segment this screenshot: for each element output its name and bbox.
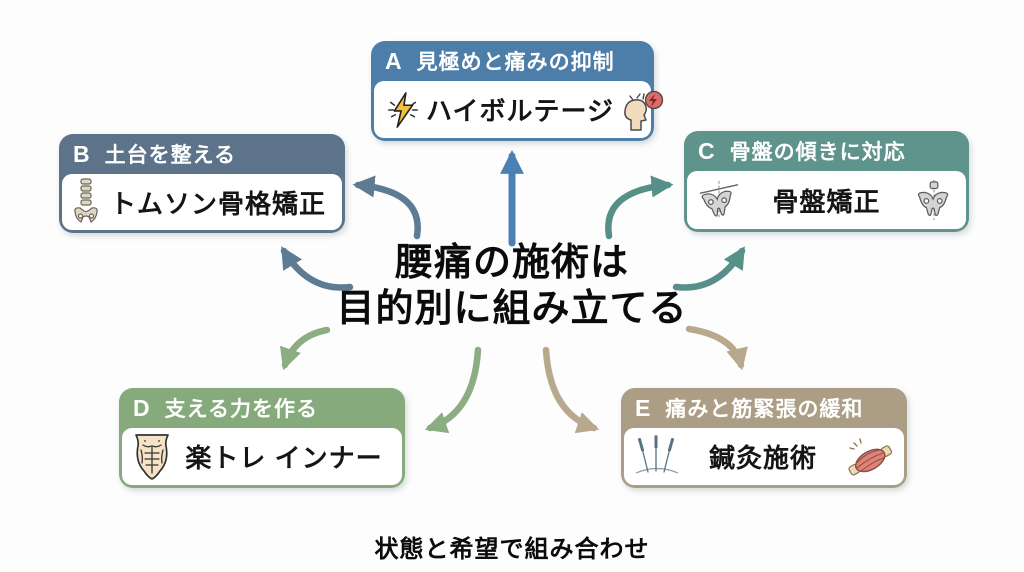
box-c-title: 骨盤の傾きに対応 — [729, 141, 906, 164]
box-b-label: トムソン骨格矯正 — [109, 188, 326, 219]
arrow-center-to-b-upper — [352, 175, 421, 240]
box-a-header: A 見極めと痛みの抑制 — [371, 41, 654, 81]
box-a-title: 見極めと痛みの抑制 — [416, 51, 615, 74]
box-b: B 土台を整える トムソン骨格矯正 — [59, 134, 345, 233]
arrow-center-to-b-lower — [280, 246, 354, 291]
box-e-letter: E — [635, 394, 652, 421]
box-c: C 骨盤の傾きに対応 骨盤矯正 — [684, 131, 969, 232]
box-c-body: 骨盤矯正 — [687, 171, 966, 229]
acupuncture-needles-icon — [634, 434, 680, 479]
arrow-center-to-e-left — [542, 346, 600, 434]
arrow-center-to-e-right — [685, 325, 748, 371]
abs-icon — [132, 433, 172, 481]
box-b-header: B 土台を整える — [59, 134, 345, 174]
caption: 状態と希望で組み合わせ — [374, 536, 650, 563]
lightning-icon — [384, 89, 422, 131]
box-d-title: 支える力を作る — [164, 398, 318, 421]
pelvis-straight-icon — [912, 179, 956, 221]
box-c-letter: C — [698, 137, 716, 164]
head-pain-icon — [618, 89, 664, 131]
box-d-letter: D — [133, 394, 151, 421]
box-a-body: ハイボルテージ — [374, 81, 664, 138]
arrow-center-to-d-upper — [279, 326, 331, 371]
pelvis-tilted-icon — [697, 179, 741, 221]
arrow-center-to-c-lower — [672, 246, 746, 291]
box-d: D 支える力を作る — [119, 388, 405, 488]
arrow-center-to-c-upper — [605, 175, 674, 240]
box-e-title: 痛みと筋緊張の緩和 — [665, 398, 864, 421]
box-b-title: 土台を整える — [104, 144, 236, 167]
spine-pelvis-icon — [72, 178, 100, 226]
box-d-header: D 支える力を作る — [119, 388, 405, 428]
box-c-label: 骨盤矯正 — [772, 186, 881, 217]
box-e: E 痛みと筋緊張の緩和 — [621, 388, 907, 488]
center-title-line1: 腰痛の施術は — [394, 242, 629, 284]
box-e-header: E 痛みと筋緊張の緩和 — [621, 388, 907, 428]
box-b-letter: B — [73, 140, 91, 167]
box-a-letter: A — [385, 47, 403, 74]
box-d-body: 楽トレ インナー — [122, 428, 402, 485]
arrow-center-to-d-lower — [424, 346, 482, 434]
muscle-icon — [846, 435, 894, 479]
box-b-body: トムソン骨格矯正 — [62, 174, 342, 230]
box-c-header: C 骨盤の傾きに対応 — [684, 131, 969, 171]
center-title: 腰痛の施術は 目的別に組み立てる — [0, 240, 1024, 333]
box-e-body: 鍼灸施術 — [624, 428, 904, 485]
box-e-label: 鍼灸施術 — [708, 443, 817, 473]
box-a: A 見極めと痛みの抑制 ハイボルテージ — [371, 41, 664, 141]
box-a-label: ハイボルテージ — [426, 96, 614, 126]
center-title-line2: 目的別に組み立てる — [336, 288, 688, 331]
box-d-label: 楽トレ インナー — [185, 443, 383, 473]
